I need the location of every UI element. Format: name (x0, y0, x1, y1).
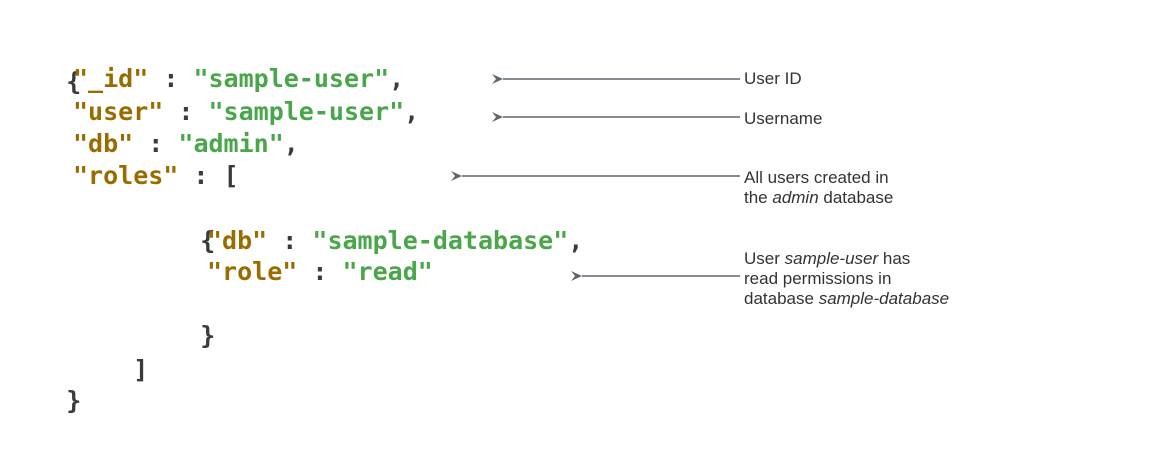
role-db-line: "db" : "sample-database", (207, 225, 583, 257)
annotation-admin-line1: All users created in (744, 168, 889, 187)
db-value: "admin" (178, 129, 284, 158)
comma: , (389, 64, 405, 93)
roles-key: "roles" (73, 161, 179, 190)
colon: : (148, 129, 164, 158)
comma: , (568, 226, 584, 255)
db-line: "db" : "admin", (73, 128, 299, 160)
colon: : (193, 161, 209, 190)
user-key: "user" (73, 97, 164, 126)
annotation-username: Username (744, 109, 823, 128)
annotation-perm-line2: read permissions in (744, 269, 892, 288)
user-value: "sample-user" (208, 97, 405, 126)
role-open-brace: { (200, 226, 216, 255)
annotation-read-permission: User sample-user has read permissions in… (744, 249, 949, 309)
annotation-admin-database: All users created in the admin database (744, 168, 893, 208)
colon: : (163, 64, 179, 93)
colon: : (178, 97, 194, 126)
role-key: "role" (207, 257, 298, 286)
colon: : (282, 226, 298, 255)
annotation-user-id: User ID (744, 69, 802, 88)
user-line: "user" : "sample-user", (73, 96, 419, 128)
close-bracket: ] (133, 355, 149, 384)
colon: : (312, 257, 328, 286)
id-line: "_id" : "sample-user", (73, 63, 404, 95)
roles-line: "roles" : [ (73, 160, 239, 192)
id-key: "_id" (73, 64, 149, 93)
open-bracket: [ (223, 161, 239, 190)
role-value: "read" (342, 257, 433, 286)
open-brace: { (66, 67, 82, 96)
annotation-perm-line1: User sample-user has (744, 249, 911, 268)
db-key: "db" (73, 129, 134, 158)
annotation-arrows (451, 74, 740, 281)
annotation-admin-line2: the admin database (744, 188, 894, 207)
comma: , (404, 97, 420, 126)
role-db-key: "db" (207, 226, 268, 255)
close-brace: } (66, 386, 82, 415)
role-close-brace: } (200, 321, 216, 350)
annotation-perm-line3: database sample-database (744, 289, 950, 308)
comma: , (283, 129, 299, 158)
role-db-value: "sample-database" (312, 226, 569, 255)
id-value: "sample-user" (193, 64, 390, 93)
role-line: "role" : "read" (207, 256, 433, 288)
